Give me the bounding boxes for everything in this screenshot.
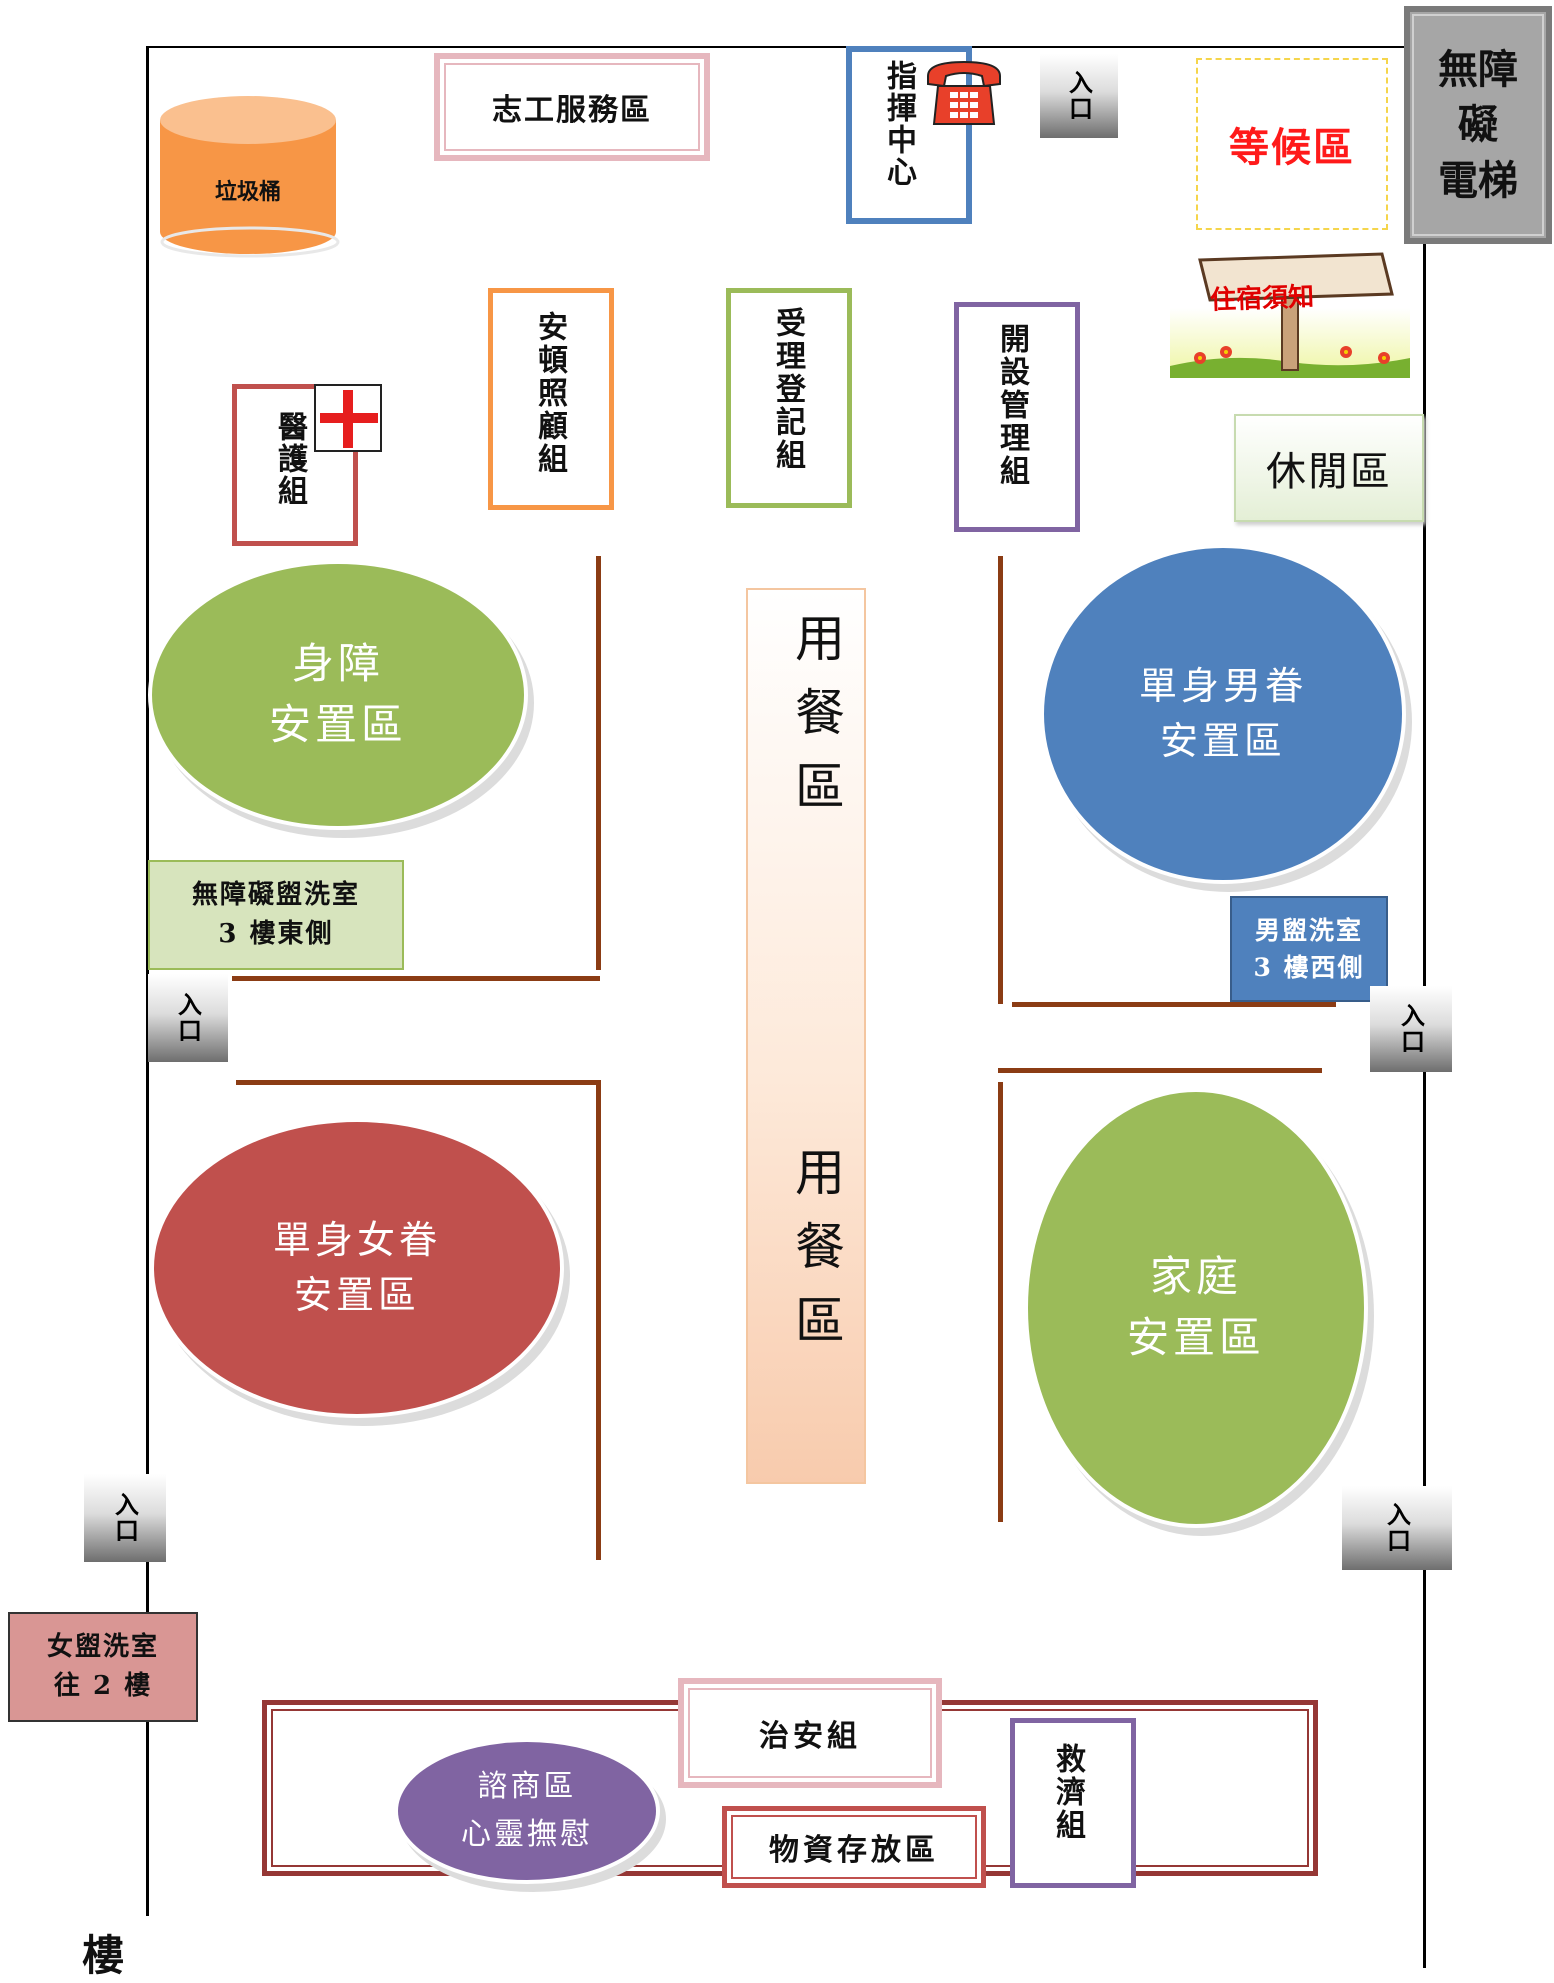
medical-team-label: 醫護組 <box>272 411 307 507</box>
entrance-left-lower: 入口 <box>84 1474 166 1562</box>
entrance-top: 入口 <box>1040 54 1118 138</box>
dining-area <box>746 588 866 1484</box>
supplies-storage-area: 物資存放區 <box>722 1806 986 1888</box>
waiting-area: 等候區 <box>1196 58 1388 230</box>
female-washroom: 女盥洗室 往 2 樓 <box>8 1612 198 1722</box>
male-washroom: 男盥洗室 3 樓西側 <box>1230 896 1388 1002</box>
left-wall <box>146 46 149 1916</box>
divider-right-lower <box>998 1082 1003 1522</box>
disabled-settlement-area: 身障 安置區 <box>148 560 528 830</box>
single-female-settlement-area: 單身女眷 安置區 <box>150 1118 564 1418</box>
divider-left-upper-h <box>232 976 600 981</box>
accessible-elevator: 無障 礙 電梯 <box>1404 6 1552 244</box>
right-wall <box>1423 230 1426 1968</box>
divider-right-upper-h <box>1012 1002 1336 1007</box>
trash-can: 垃圾桶 <box>156 92 340 260</box>
counseling-area: 諮商區 心靈撫慰 <box>394 1738 660 1884</box>
stairs-label: 樓 <box>82 1931 125 1980</box>
single-male-settlement-area: 單身男眷 安置區 <box>1040 544 1406 884</box>
trash-can-icon <box>160 96 340 258</box>
divider-right-upper <box>998 556 1003 1004</box>
relief-team-label: 救濟組 <box>1050 1743 1085 1842</box>
divider-left-upper <box>596 556 601 970</box>
top-wall <box>146 46 1426 48</box>
accommodation-notice: 住宿須知 <box>1170 248 1410 378</box>
settlement-care-label: 安頓照顧組 <box>532 311 567 476</box>
dining-label-lower: 用餐區 <box>787 1146 845 1368</box>
entrance-left-upper: 入口 <box>148 974 228 1062</box>
dining-label-upper: 用餐區 <box>787 612 845 834</box>
relief-team: 救濟組 <box>1010 1718 1136 1888</box>
family-settlement-area: 家庭 安置區 <box>1024 1088 1368 1528</box>
telephone-icon <box>924 56 1004 128</box>
leisure-area: 休閒區 <box>1234 414 1424 522</box>
accessible-washroom: 無障礙盥洗室 3 樓東側 <box>148 860 404 970</box>
settlement-care-team: 安頓照顧組 <box>488 288 614 510</box>
entrance-right-lower: 入口 <box>1342 1486 1452 1570</box>
entrance-right-upper: 入口 <box>1370 986 1452 1072</box>
setup-management-team: 開設管理組 <box>954 302 1080 532</box>
registration-label: 受理登記組 <box>770 307 805 472</box>
notice-label: 住宿須知 <box>1209 282 1315 316</box>
divider-left-lower-h <box>236 1080 600 1085</box>
red-cross-icon <box>314 384 382 452</box>
elevator-label: 無障 礙 電梯 <box>1438 46 1518 204</box>
command-center-label: 指揮中心 <box>881 60 916 188</box>
security-team: 治安組 <box>678 1678 942 1788</box>
signboard-icon <box>1170 252 1410 378</box>
divider-right-lower-h <box>998 1068 1322 1073</box>
trash-label: 垃圾桶 <box>214 179 281 205</box>
setup-management-label: 開設管理組 <box>994 323 1029 488</box>
command-center: 指揮中心 <box>846 46 1001 224</box>
volunteer-service-area: 志工服務區 <box>434 53 710 161</box>
registration-team: 受理登記組 <box>726 288 852 508</box>
divider-left-lower <box>596 1080 601 1560</box>
